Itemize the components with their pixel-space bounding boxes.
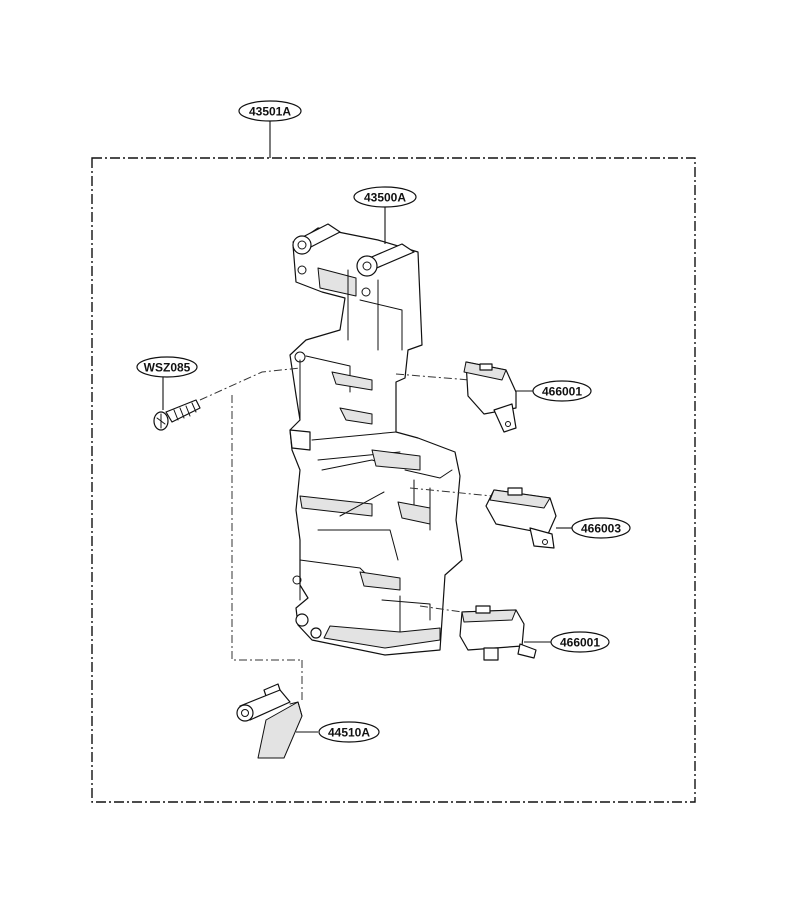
side-tab	[289, 429, 311, 451]
micro-switch-upper: 466001	[463, 361, 592, 433]
switch-terminal-1	[483, 647, 499, 661]
barrel-hole-left	[297, 240, 307, 250]
mount-hole-3	[294, 351, 306, 363]
screw-center-line	[199, 367, 301, 401]
switch-button	[507, 487, 523, 496]
frame-body	[289, 227, 463, 656]
switch-button	[479, 363, 493, 371]
switch-top	[489, 489, 551, 509]
barrel-end-right	[356, 255, 378, 277]
assembly-boundary	[91, 157, 696, 803]
barrel-hole-right	[362, 261, 372, 271]
switch-terminal-2	[517, 643, 537, 659]
label-bubble	[353, 186, 417, 208]
latch-lever: 44510A	[236, 683, 380, 759]
label-bubble	[532, 380, 592, 402]
lever-blade	[257, 701, 303, 759]
mid-tab-2	[339, 407, 373, 425]
screw-shank	[165, 399, 201, 423]
barrel-end-left	[292, 235, 312, 255]
terminal-hole	[505, 421, 511, 427]
screw-thread	[173, 402, 197, 421]
bottom-hole-right	[310, 627, 322, 639]
lower-tab-2	[359, 571, 401, 591]
lower-tab	[397, 501, 431, 525]
label-bubble	[318, 721, 380, 743]
callout-frame: 43500A	[353, 186, 417, 244]
lower-pin	[317, 491, 399, 561]
lever-barrel-hole	[241, 709, 249, 717]
micro-switch-middle: 466003	[485, 487, 631, 549]
mount-hole-2	[361, 287, 371, 297]
label-frame: 43500A	[364, 191, 406, 205]
switch-button	[475, 605, 491, 614]
label-bubble	[136, 356, 198, 378]
mount-hole-4	[292, 575, 302, 585]
label-switch-lower: 466001	[560, 636, 600, 650]
guide-line-switch-3	[419, 605, 463, 613]
lever-barrel-end	[236, 704, 254, 722]
switch-terminal	[529, 527, 555, 549]
label-lever: 44510A	[328, 726, 370, 740]
guide-line-switch-2	[409, 487, 493, 497]
bottom-hole-left	[295, 613, 309, 627]
guide-line-left	[231, 395, 300, 661]
label-bubble	[571, 517, 631, 539]
label-bubble	[238, 100, 302, 122]
micro-switch-lower: 466001	[459, 605, 610, 661]
base-plate	[323, 625, 441, 649]
label-assembly: 43501A	[249, 105, 291, 119]
screw-slot	[156, 413, 166, 429]
screw: WSZ085	[136, 356, 301, 431]
door-latch-frame	[289, 223, 463, 656]
lever-edge	[289, 701, 303, 717]
label-switch-upper: 466001	[542, 385, 582, 399]
mid-shelf	[371, 449, 421, 471]
upper-ribs	[347, 269, 403, 351]
label-screw: WSZ085	[144, 361, 191, 375]
mount-hole-1	[297, 265, 307, 275]
guide-line-switch-1	[395, 373, 471, 381]
label-bubble	[550, 631, 610, 653]
switch-top	[463, 361, 507, 381]
mid-tab-1	[331, 371, 373, 391]
lower-shelf-1	[299, 495, 373, 517]
callout-assembly: 43501A	[238, 100, 302, 158]
upper-channel	[317, 267, 357, 297]
terminal-hole	[542, 539, 548, 545]
label-switch-middle: 466003	[581, 522, 621, 536]
